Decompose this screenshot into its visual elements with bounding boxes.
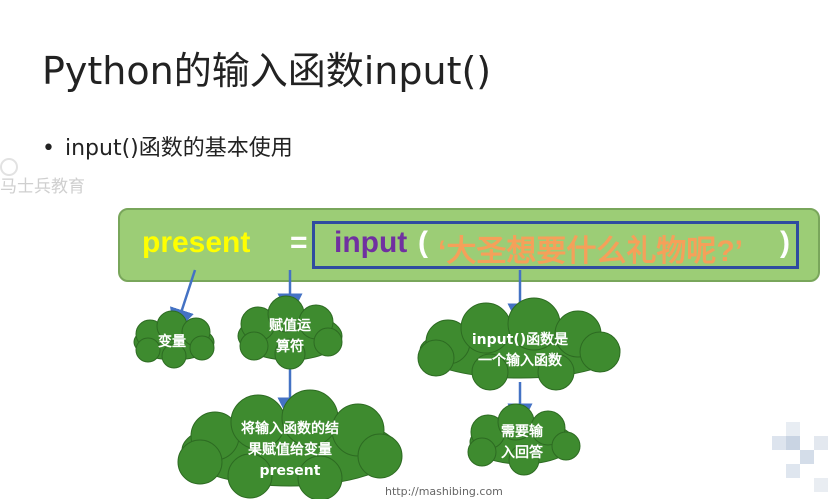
cloud-assign-line1: 赋值运 <box>269 318 311 334</box>
cloud-result-line3: present <box>259 463 321 479</box>
code-close-paren: ) <box>780 226 790 259</box>
slide-title: Python的输入函数input() <box>42 49 492 93</box>
cloud-result-label: 将输入函数的结 果赋值给变量 present <box>200 419 380 482</box>
pixel-decoration <box>786 436 800 450</box>
pixel-decoration <box>772 436 786 450</box>
code-assign-operator: = <box>290 226 308 259</box>
cloud-need-line2: 入回答 <box>501 445 543 461</box>
code-open-paren: ( <box>418 226 428 259</box>
cloud-inputfn-label: input()函数是 一个输入函数 <box>440 330 600 372</box>
code-variable: present <box>142 226 251 259</box>
cloud-assign <box>237 295 343 370</box>
cloud-inputfn <box>417 297 621 391</box>
cloud-assign-line2: 算符 <box>276 339 304 355</box>
cloud-need-line1: 需要输 <box>501 424 543 440</box>
input-call-highlight <box>312 221 799 269</box>
pixel-decoration <box>800 450 814 464</box>
cloud-inputfn-line1: input()函数是 <box>471 332 569 348</box>
code-string-arg: ‘大圣想要什么礼物呢?’ <box>438 235 743 268</box>
cloud-result-line1: 将输入函数的结 <box>241 421 339 437</box>
footer-url: http://mashibing.com <box>385 485 503 498</box>
code-box <box>118 208 820 282</box>
cloud-variable <box>133 310 215 369</box>
pixel-decoration <box>814 478 828 492</box>
bullet-dot-icon: • <box>42 136 55 161</box>
cloud-result <box>177 389 403 499</box>
cloud-assign-label: 赋值运 算符 <box>248 316 332 358</box>
watermark-logo-icon <box>0 158 18 176</box>
cloud-variable-text: 变量 <box>158 334 186 350</box>
cloud-variable-label: 变量 <box>140 332 204 353</box>
cloud-inputfn-line2: 一个输入函数 <box>478 353 562 369</box>
bullet-item: • input()函数的基本使用 <box>42 130 293 162</box>
cloud-need-label: 需要输 入回答 <box>480 422 564 464</box>
bullet-text: input()函数的基本使用 <box>64 136 293 161</box>
cloud-need <box>467 403 581 476</box>
watermark: 马士兵教育 <box>0 177 85 197</box>
cloud-result-line2: 果赋值给变量 <box>248 442 332 458</box>
pixel-decoration <box>786 422 800 436</box>
pixel-decoration <box>814 436 828 450</box>
pixel-decoration <box>786 464 800 478</box>
code-function-name: input <box>334 226 408 259</box>
